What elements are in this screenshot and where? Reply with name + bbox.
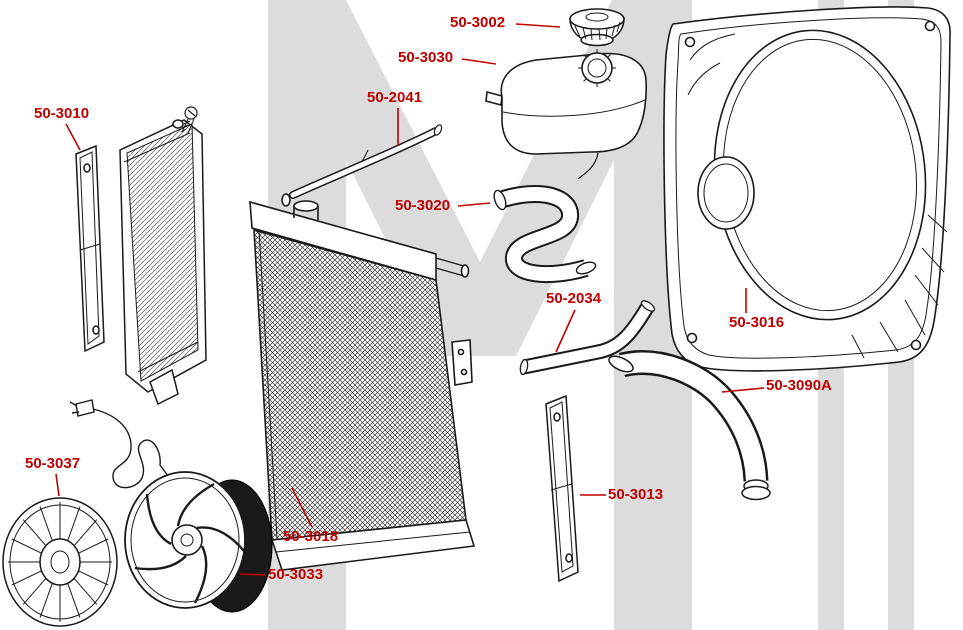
upper-radiator-hose-drawing (493, 184, 597, 284)
fan-wire-drawing (69, 399, 169, 489)
label-upper-radiator-hose[interactable]: 50-3020 (395, 197, 451, 214)
screw-drawing (180, 106, 198, 134)
fan-shroud-drawing (663, 6, 951, 372)
radiator-cap-drawing (569, 8, 625, 47)
label-mounting-bracket-right[interactable]: 50-3013 (608, 486, 664, 503)
auxiliary-cooler-drawing (119, 119, 207, 406)
leader-lines (55, 23, 765, 576)
label-connector-hose[interactable]: 50-2034 (546, 290, 602, 307)
radiator-drawing (249, 193, 476, 571)
overflow-hose-drawing (289, 124, 443, 199)
label-radiator[interactable]: 50-3018 (283, 528, 339, 545)
label-radiator-cap[interactable]: 50-3002 (450, 14, 506, 31)
expansion-tank-drawing (485, 49, 647, 180)
label-fan-guard[interactable]: 50-3037 (25, 455, 81, 472)
fan-guard-drawing (2, 497, 118, 627)
label-lower-radiator-hose[interactable]: 50-3090A (766, 377, 832, 394)
label-mounting-bracket-left[interactable]: 50-3010 (34, 105, 90, 122)
electric-fan-drawing (124, 471, 273, 613)
label-fan-shroud[interactable]: 50-3016 (729, 314, 785, 331)
label-expansion-tank[interactable]: 50-3030 (398, 49, 454, 66)
connector-hose-drawing (519, 300, 656, 376)
mounting-bracket-left-drawing (75, 144, 105, 353)
label-overflow-hose[interactable]: 50-2041 (367, 89, 423, 106)
label-electric-fan[interactable]: 50-3033 (268, 566, 324, 583)
mounting-bracket-right-drawing (545, 394, 579, 583)
lower-radiator-hose-drawing (608, 350, 771, 501)
